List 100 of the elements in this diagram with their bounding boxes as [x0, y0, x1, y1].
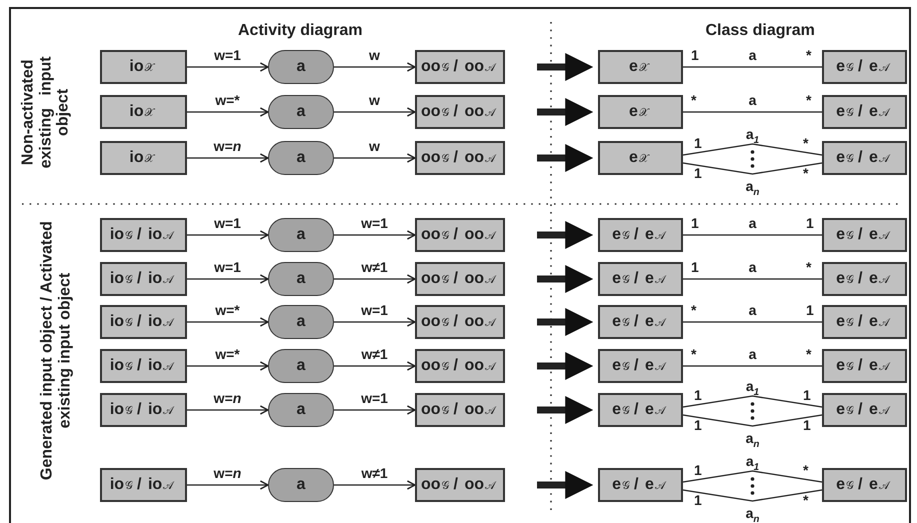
- block-arrow: [537, 53, 594, 81]
- flow-arrow: [187, 62, 269, 72]
- block-arrow: [537, 265, 594, 293]
- association-line: [683, 111, 822, 113]
- flow-arrow: [187, 230, 269, 240]
- multiplicity-label: 1: [803, 418, 811, 434]
- block-arrow: [537, 144, 594, 172]
- flow-arrow: [334, 274, 416, 284]
- edge-label: w=1: [214, 260, 241, 274]
- multiplicity-label: *: [806, 347, 812, 362]
- edge-label: a$_{1}$: [746, 379, 760, 398]
- flow-arrow: [187, 274, 269, 284]
- edge-label: w: [369, 93, 380, 107]
- flow-arrow: [187, 107, 269, 117]
- multiplicity-label: 1: [691, 216, 699, 232]
- multiplicity-label: *: [691, 347, 696, 362]
- association-line: [682, 143, 822, 156]
- action-node: a: [268, 50, 334, 84]
- flow-arrow: [187, 317, 269, 327]
- multiplicity-label: *: [691, 303, 696, 318]
- association-line: [683, 278, 822, 280]
- block-arrow: [537, 98, 594, 126]
- edge-label: w=1: [361, 391, 388, 405]
- edge-label: w: [369, 48, 380, 62]
- flow-arrow: [334, 405, 416, 415]
- edge-label: w: [369, 139, 380, 153]
- edge-label: w≠1: [361, 347, 388, 361]
- flow-arrow: [334, 153, 416, 163]
- row-group-label: Non-activated existing input object: [20, 54, 72, 170]
- multiplicity-label: *: [803, 166, 808, 182]
- edge-label: a: [748, 303, 756, 317]
- edge-label: w=n: [214, 139, 242, 153]
- multiplicity-label: *: [803, 463, 808, 478]
- block-arrow: [537, 471, 594, 499]
- multiplicity-label: *: [806, 93, 812, 108]
- edge-label: w=1: [361, 303, 388, 317]
- association-line: [682, 414, 822, 427]
- edge-label: w=n: [214, 466, 242, 480]
- flow-arrow: [334, 361, 416, 371]
- flow-arrow: [334, 107, 416, 117]
- edge-label: w≠1: [361, 466, 388, 480]
- multiplicity-label: *: [806, 48, 812, 64]
- association-line: [682, 395, 822, 408]
- edge-label: a$_{n}$: [746, 179, 760, 198]
- edge-label: a$_{1}$: [746, 454, 760, 473]
- column-heading: Class diagram: [706, 22, 815, 40]
- multiplicity-label: 1: [803, 388, 811, 404]
- multiplicity-label: 1: [694, 418, 702, 434]
- edge-label: w=1: [361, 216, 388, 230]
- edge-label: a: [748, 216, 756, 230]
- multiplicity-label: 1: [691, 260, 699, 276]
- association-line: [683, 365, 822, 367]
- edge-label: a$_{n}$: [746, 506, 760, 523]
- block-arrow: [537, 396, 594, 424]
- edge-label: a: [748, 48, 756, 62]
- edge-label: a: [748, 93, 756, 107]
- edge-label: a: [748, 347, 756, 361]
- flow-arrow: [187, 361, 269, 371]
- multiplicity-label: 1: [694, 463, 702, 478]
- multiplicity-label: 1: [694, 166, 702, 182]
- multiplicity-label: 1: [806, 216, 814, 232]
- flow-arrow: [334, 230, 416, 240]
- edge-label: w=*: [215, 303, 240, 317]
- multiplicity-label: *: [691, 93, 696, 108]
- multiplicity-label: 1: [806, 303, 814, 318]
- edge-label: w=1: [214, 216, 241, 230]
- action-node: a: [268, 393, 334, 427]
- multiplicity-label: 1: [694, 493, 702, 508]
- edge-label: w=n: [214, 391, 242, 405]
- action-node: a: [268, 305, 334, 339]
- association-line: [682, 489, 822, 502]
- association-line: [683, 321, 822, 323]
- action-node: a: [268, 262, 334, 296]
- edge-label: a$_{n}$: [746, 431, 760, 450]
- row-group-label: Generated input object / Activated existing input object: [38, 220, 74, 482]
- association-line: [683, 66, 822, 68]
- action-node: a: [268, 468, 334, 502]
- multiplicity-label: *: [803, 493, 808, 508]
- multiplicity-label: *: [803, 136, 808, 152]
- edge-label: w=*: [215, 93, 240, 107]
- association-line: [682, 162, 822, 175]
- association-line: [682, 470, 822, 483]
- block-arrow: [537, 308, 594, 336]
- flow-arrow: [187, 153, 269, 163]
- flow-arrow: [334, 317, 416, 327]
- multiplicity-label: 1: [694, 136, 702, 152]
- action-node: a: [268, 218, 334, 252]
- flow-arrow: [334, 62, 416, 72]
- edge-label: a: [748, 260, 756, 274]
- action-node: a: [268, 95, 334, 129]
- multiplicity-label: *: [806, 260, 812, 276]
- multiplicity-label: 1: [694, 388, 702, 404]
- flow-arrow: [334, 480, 416, 490]
- block-arrow: [537, 352, 594, 380]
- action-node: a: [268, 141, 334, 175]
- edge-label: a$_{1}$: [746, 127, 760, 146]
- edge-label: w=1: [214, 48, 241, 62]
- flow-arrow: [187, 480, 269, 490]
- column-heading: Activity diagram: [238, 22, 362, 40]
- block-arrow: [537, 221, 594, 249]
